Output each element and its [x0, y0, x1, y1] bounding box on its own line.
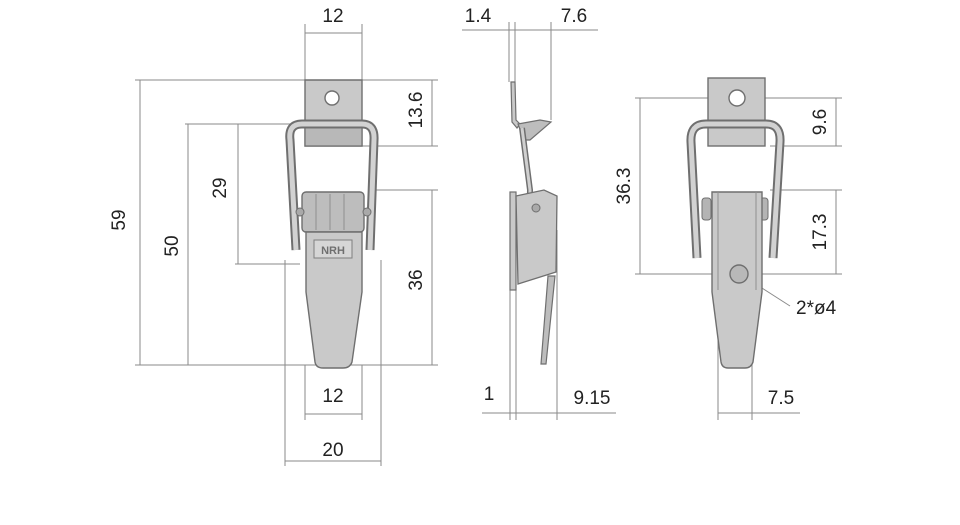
back-top-plate	[707, 77, 766, 147]
back-latch	[686, 77, 785, 369]
front-plate-height-label: 13.6	[406, 92, 427, 129]
side-top-plate	[510, 81, 521, 129]
side-lever	[515, 189, 558, 285]
front-height-29-label: 29	[210, 177, 231, 198]
back-rivet-hole	[729, 264, 749, 284]
front-logo-box	[313, 239, 353, 259]
front-bottom-width-label: 12	[322, 386, 343, 407]
side-thickness-label: 1.4	[465, 6, 492, 27]
side-base-plate	[509, 191, 517, 291]
side-overall-depth-label: 9.15	[574, 388, 611, 409]
back-height-36-3-label: 36.3	[614, 168, 635, 205]
back-hole-spacing-label: 7.5	[768, 388, 794, 409]
front-latch: NRH	[285, 79, 379, 369]
back-dimension-lines	[639, 98, 837, 414]
front-extension-lines	[135, 24, 438, 466]
front-hinge-barrel	[301, 191, 365, 233]
side-extension-lines	[508, 22, 558, 420]
front-overall-width-label: 20	[322, 440, 343, 461]
back-view: 36.3 9.6 17.3 2*ø4 7.5	[614, 77, 842, 420]
front-height-50-label: 50	[162, 235, 183, 256]
front-top-width-label: 12	[322, 6, 343, 27]
front-view: NRH 12 59 50 29 13.6 36 12 20	[109, 6, 438, 466]
back-lower-height-label: 17.3	[810, 214, 831, 251]
front-lever	[305, 231, 363, 369]
back-hole-offset-label: 9.6	[810, 109, 831, 135]
back-holes-label: 2*ø4	[796, 298, 837, 319]
front-body-height-label: 36	[406, 269, 427, 290]
side-view: 1.4 7.6 1 9.15	[462, 6, 616, 420]
side-dimension-lines	[462, 29, 616, 414]
side-base-thickness-label: 1	[484, 384, 495, 405]
front-plate-hole	[324, 90, 340, 106]
front-dimension-lines	[139, 32, 433, 462]
side-latch	[509, 81, 558, 365]
side-lever-tail	[540, 275, 556, 365]
back-plate-hole	[728, 89, 746, 107]
side-top-depth-label: 7.6	[561, 6, 587, 27]
front-logo: NRH	[321, 245, 345, 257]
front-overall-height-label: 59	[109, 209, 130, 230]
